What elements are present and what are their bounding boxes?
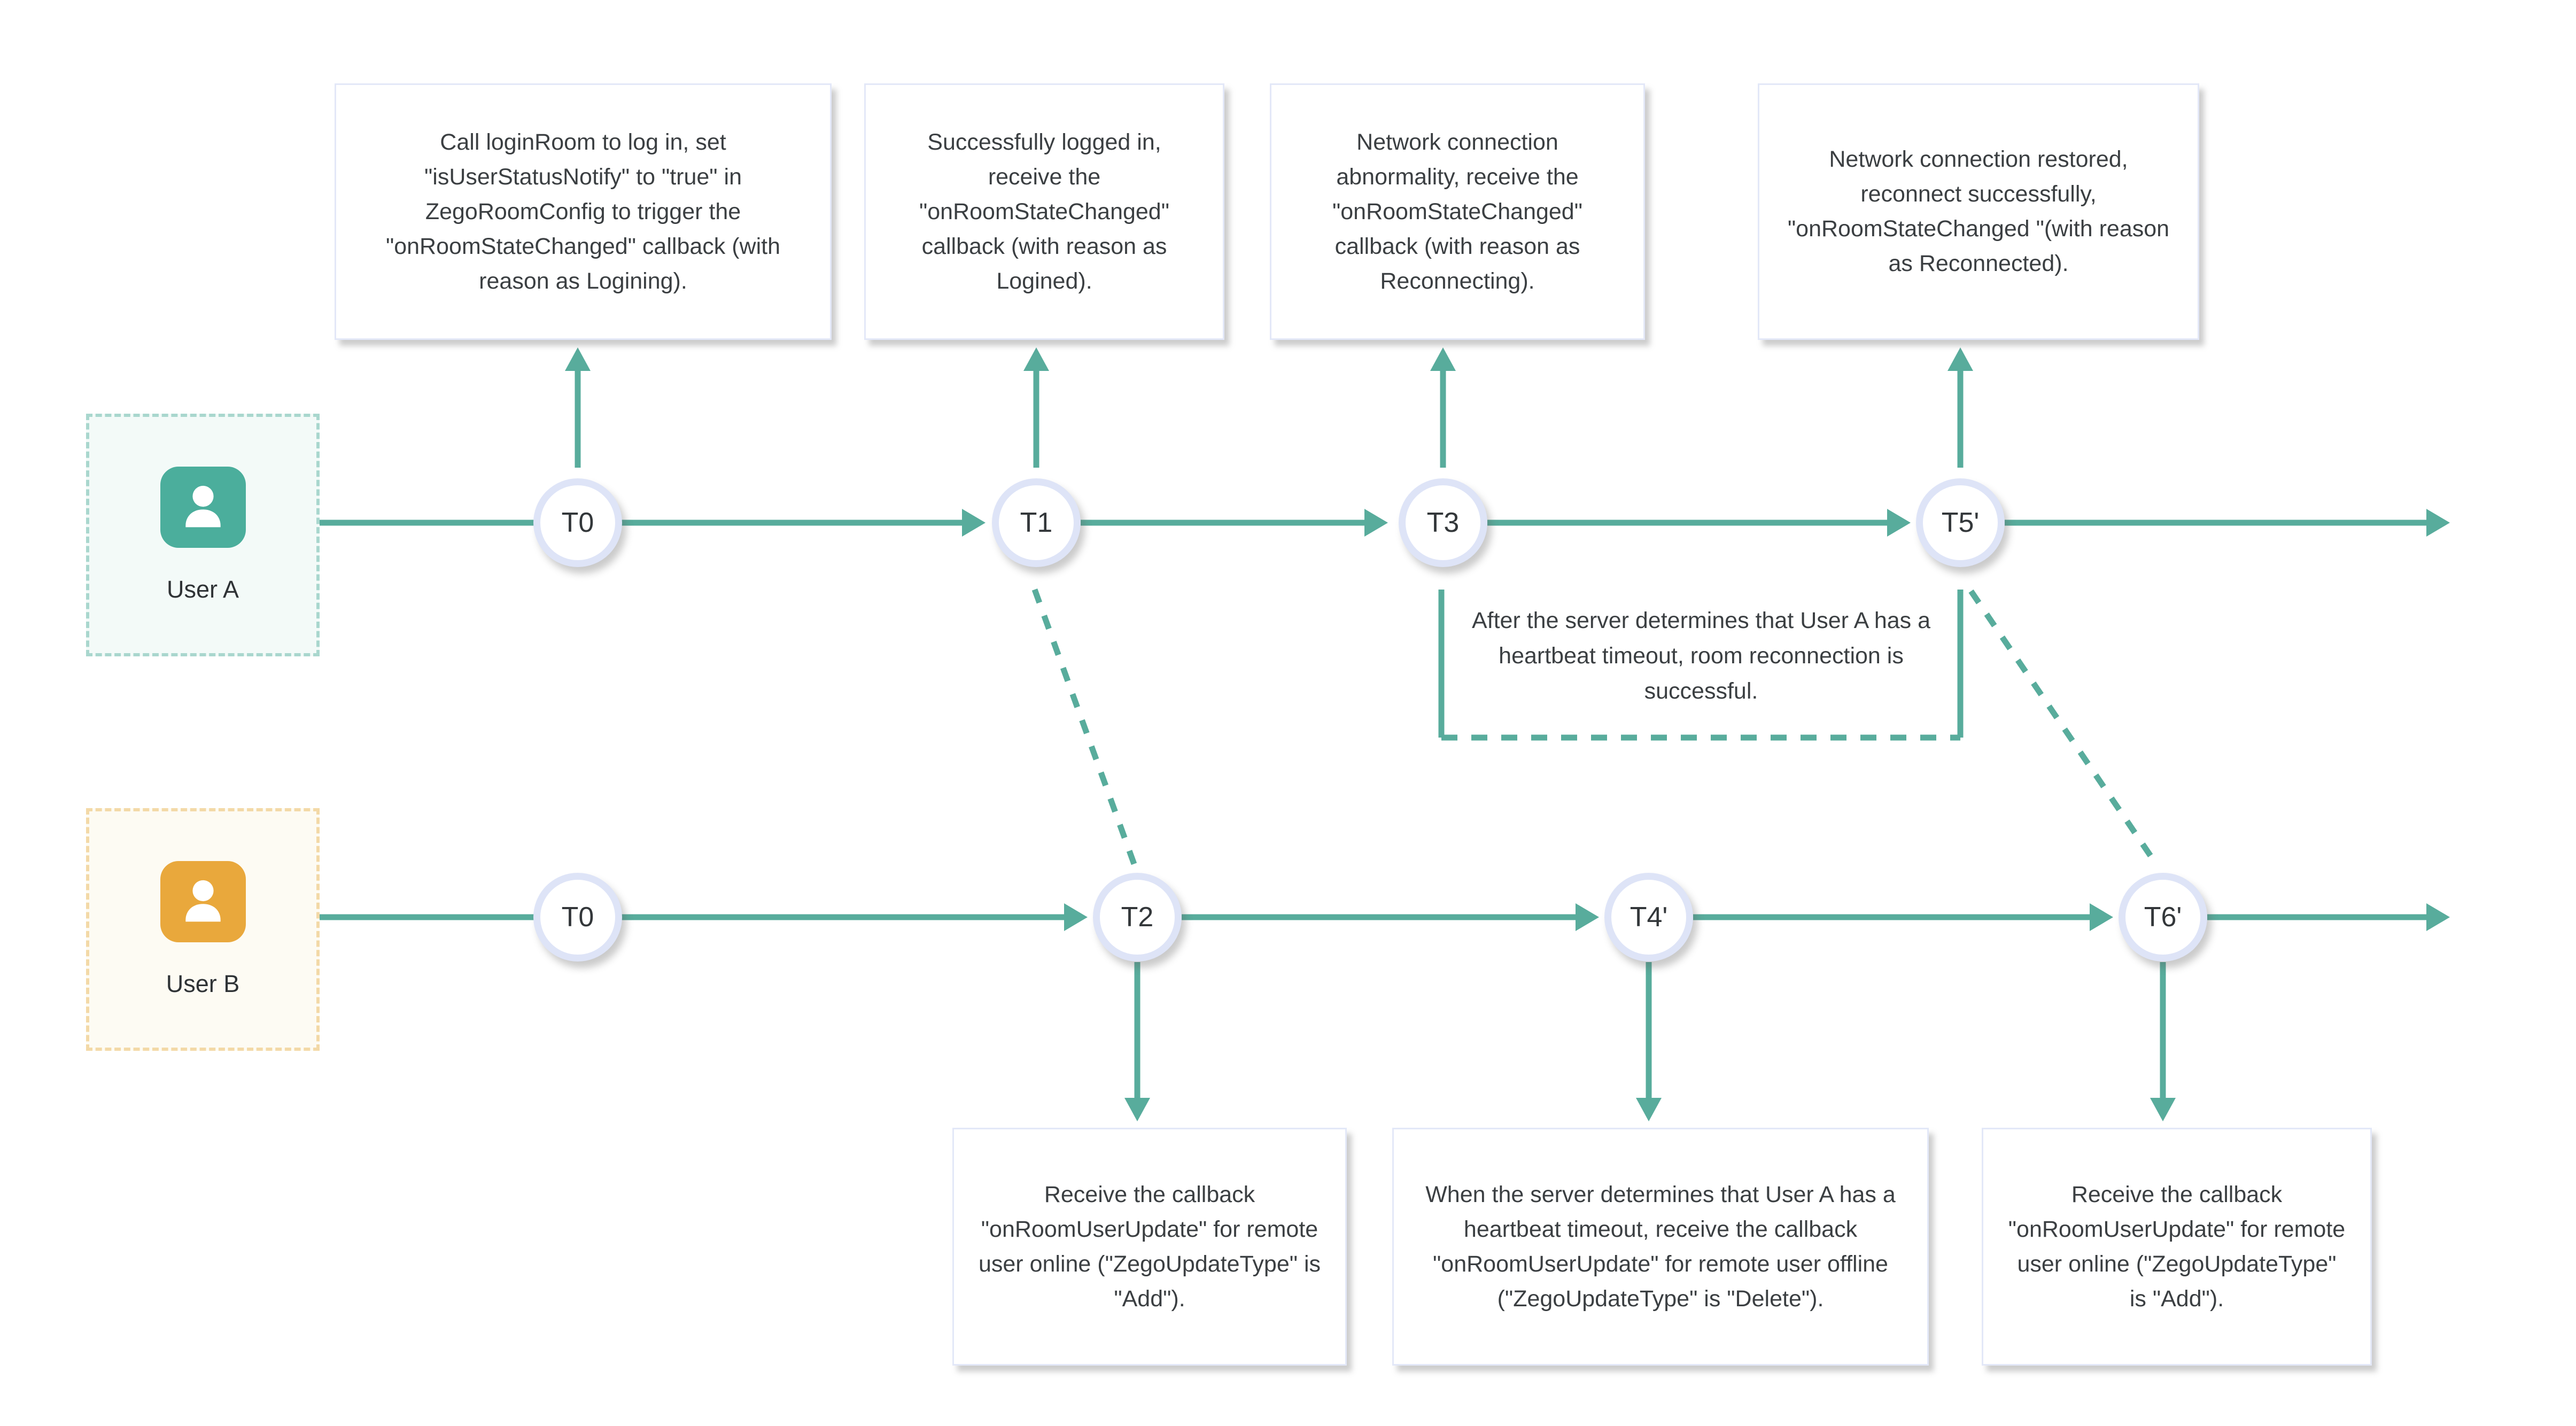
- callout-login-request: Call loginRoom to log in, set "isUserSta…: [335, 83, 832, 340]
- timeline-a-node-t3: T3: [1399, 478, 1487, 567]
- dashed-links: [1031, 588, 2161, 869]
- user-b-label: User B: [166, 970, 240, 997]
- heartbeat-note-bracket: [1438, 590, 1964, 741]
- heartbeat-timeout-note: After the server determines that User A …: [1471, 608, 1931, 704]
- link-t5-t6: [1968, 589, 2161, 869]
- callout-reconnecting: Network connection abnormality, receive …: [1270, 83, 1645, 340]
- callout-user-online-add-2: Receive the callback "onRoomUserUpdate" …: [1982, 1128, 2372, 1366]
- timeline-a-node-t0: T0: [533, 478, 622, 567]
- timeline-b-node-t6: T6': [2119, 873, 2207, 962]
- callout-user-offline-delete: When the server determines that User A h…: [1392, 1128, 1929, 1366]
- person-icon: [160, 467, 246, 548]
- down-arrows: [1124, 962, 2176, 1121]
- callout-login-success: Successfully logged in, receive the "onR…: [864, 83, 1224, 340]
- timeline-b-line: [320, 903, 2450, 931]
- timeline-a-node-t1: T1: [992, 478, 1081, 567]
- person-icon: [160, 861, 246, 942]
- timeline-a-line: [320, 509, 2450, 537]
- up-arrows: [565, 347, 1973, 468]
- user-b-card: User B: [86, 808, 320, 1051]
- callout-reconnected: Network connection restored, reconnect s…: [1758, 83, 2199, 340]
- user-a-label: User A: [166, 576, 239, 603]
- link-t1-t2: [1031, 588, 1138, 868]
- callout-user-online-add: Receive the callback "onRoomUserUpdate" …: [952, 1128, 1347, 1366]
- timeline-a-node-t5: T5': [1916, 478, 2005, 567]
- timeline-b-node-t0: T0: [533, 873, 622, 962]
- timeline-b-node-t2: T2: [1093, 873, 1182, 962]
- user-a-card: User A: [86, 414, 320, 656]
- timeline-b-node-t4: T4': [1604, 873, 1693, 962]
